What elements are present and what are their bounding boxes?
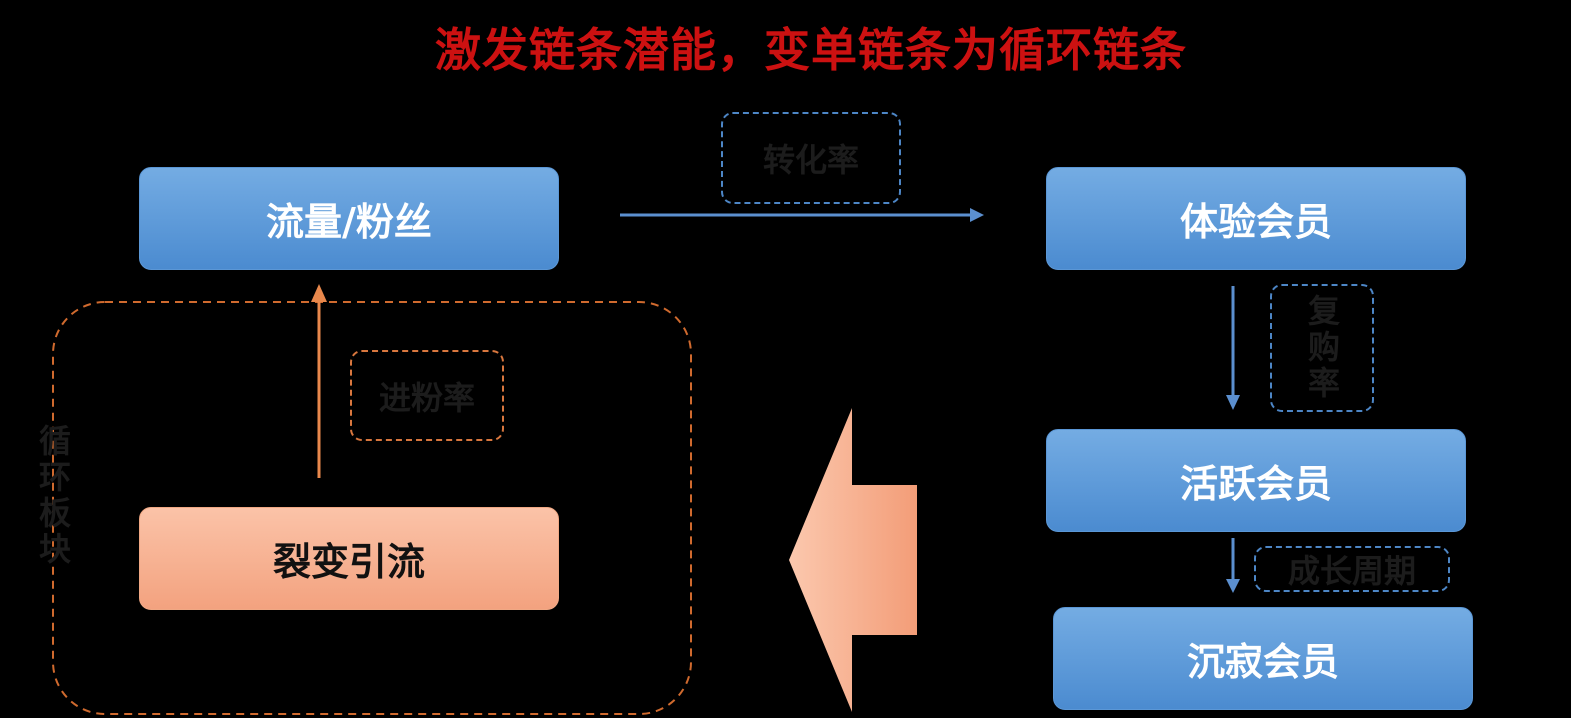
traffic-label: 流量/粉丝 <box>266 200 432 244</box>
loop-region-outline <box>52 301 692 715</box>
page-title: 激发链条潜能，变单链条为循环链条 <box>435 23 1187 77</box>
active-member-box: 活跃会员 <box>1046 429 1466 532</box>
trial-member-box: 体验会员 <box>1046 167 1466 270</box>
repurchase-arrow-head <box>1226 395 1240 410</box>
follower-arrow-head <box>311 284 327 302</box>
active-member-label: 活跃会员 <box>1179 462 1332 506</box>
loop-region-label: 循环板块 <box>34 424 72 568</box>
follower-rate-label: 进粉率 <box>350 350 504 441</box>
growth-cycle-label: 成长周期 <box>1254 546 1450 592</box>
traffic-box: 流量/粉丝 <box>139 167 559 270</box>
repurchase-rate-label: 复购率 <box>1270 284 1374 412</box>
growth-arrow-head <box>1226 579 1240 593</box>
dormant-member-box: 沉寂会员 <box>1053 607 1473 710</box>
conversion-arrow-head <box>970 208 984 222</box>
conversion-rate-label: 转化率 <box>721 112 901 204</box>
follower-rate-text: 进粉率 <box>378 378 475 417</box>
feedback-big-arrow <box>789 408 917 712</box>
fission-label: 裂变引流 <box>272 540 425 584</box>
fission-box: 裂变引流 <box>139 507 559 610</box>
dormant-member-label: 沉寂会员 <box>1186 640 1339 684</box>
repurchase-rate-text: 复购率 <box>1303 294 1341 402</box>
growth-cycle-text: 成长周期 <box>1287 552 1416 590</box>
conversion-rate-text: 转化率 <box>762 141 859 179</box>
trial-member-label: 体验会员 <box>1179 200 1332 244</box>
